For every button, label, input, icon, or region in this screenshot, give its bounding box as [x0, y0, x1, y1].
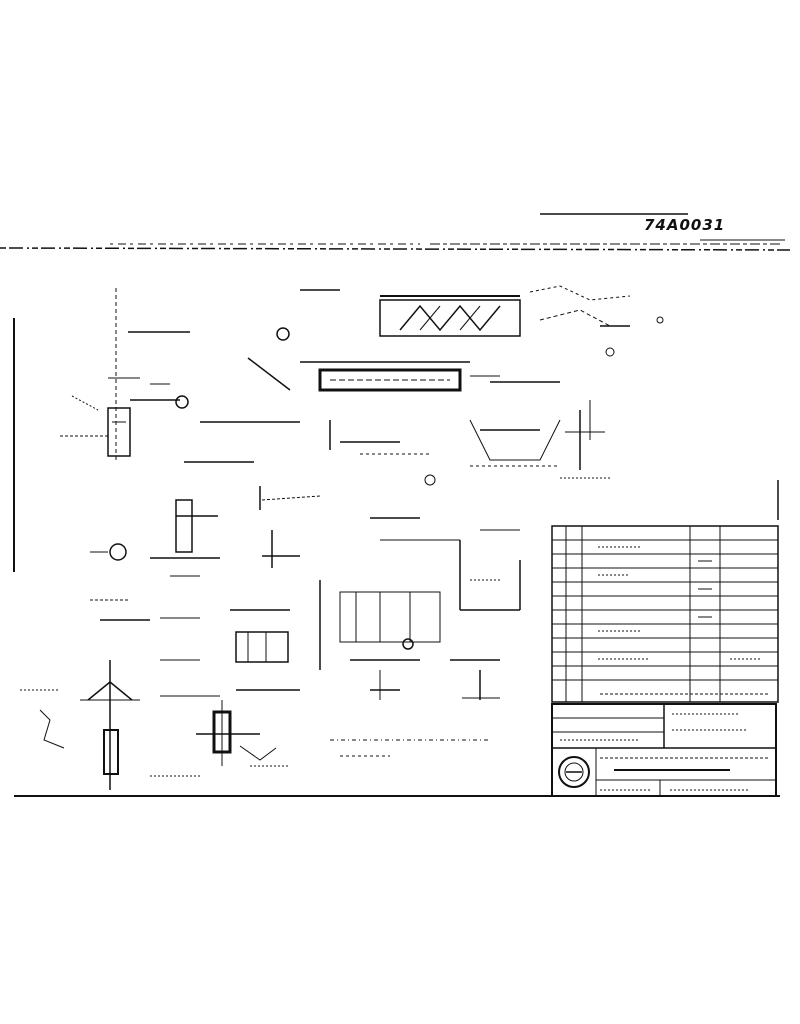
detail-mid-left [90, 461, 321, 577]
detail-center-mid [319, 517, 521, 700]
detail-top-right [469, 285, 664, 479]
seal-logo [558, 756, 590, 788]
engineering-drawing-sheet: 74A0031 [0, 200, 800, 820]
detail-top-left [60, 288, 190, 460]
detail-center-top [200, 289, 521, 486]
parts-table [551, 525, 779, 703]
drawing-number: 74A0031 [644, 216, 726, 234]
header-lines [0, 213, 791, 251]
detail-lower-center [196, 700, 490, 767]
detail-lower-left [20, 599, 300, 790]
drawing-canvas [0, 213, 791, 797]
title-block [551, 703, 777, 797]
